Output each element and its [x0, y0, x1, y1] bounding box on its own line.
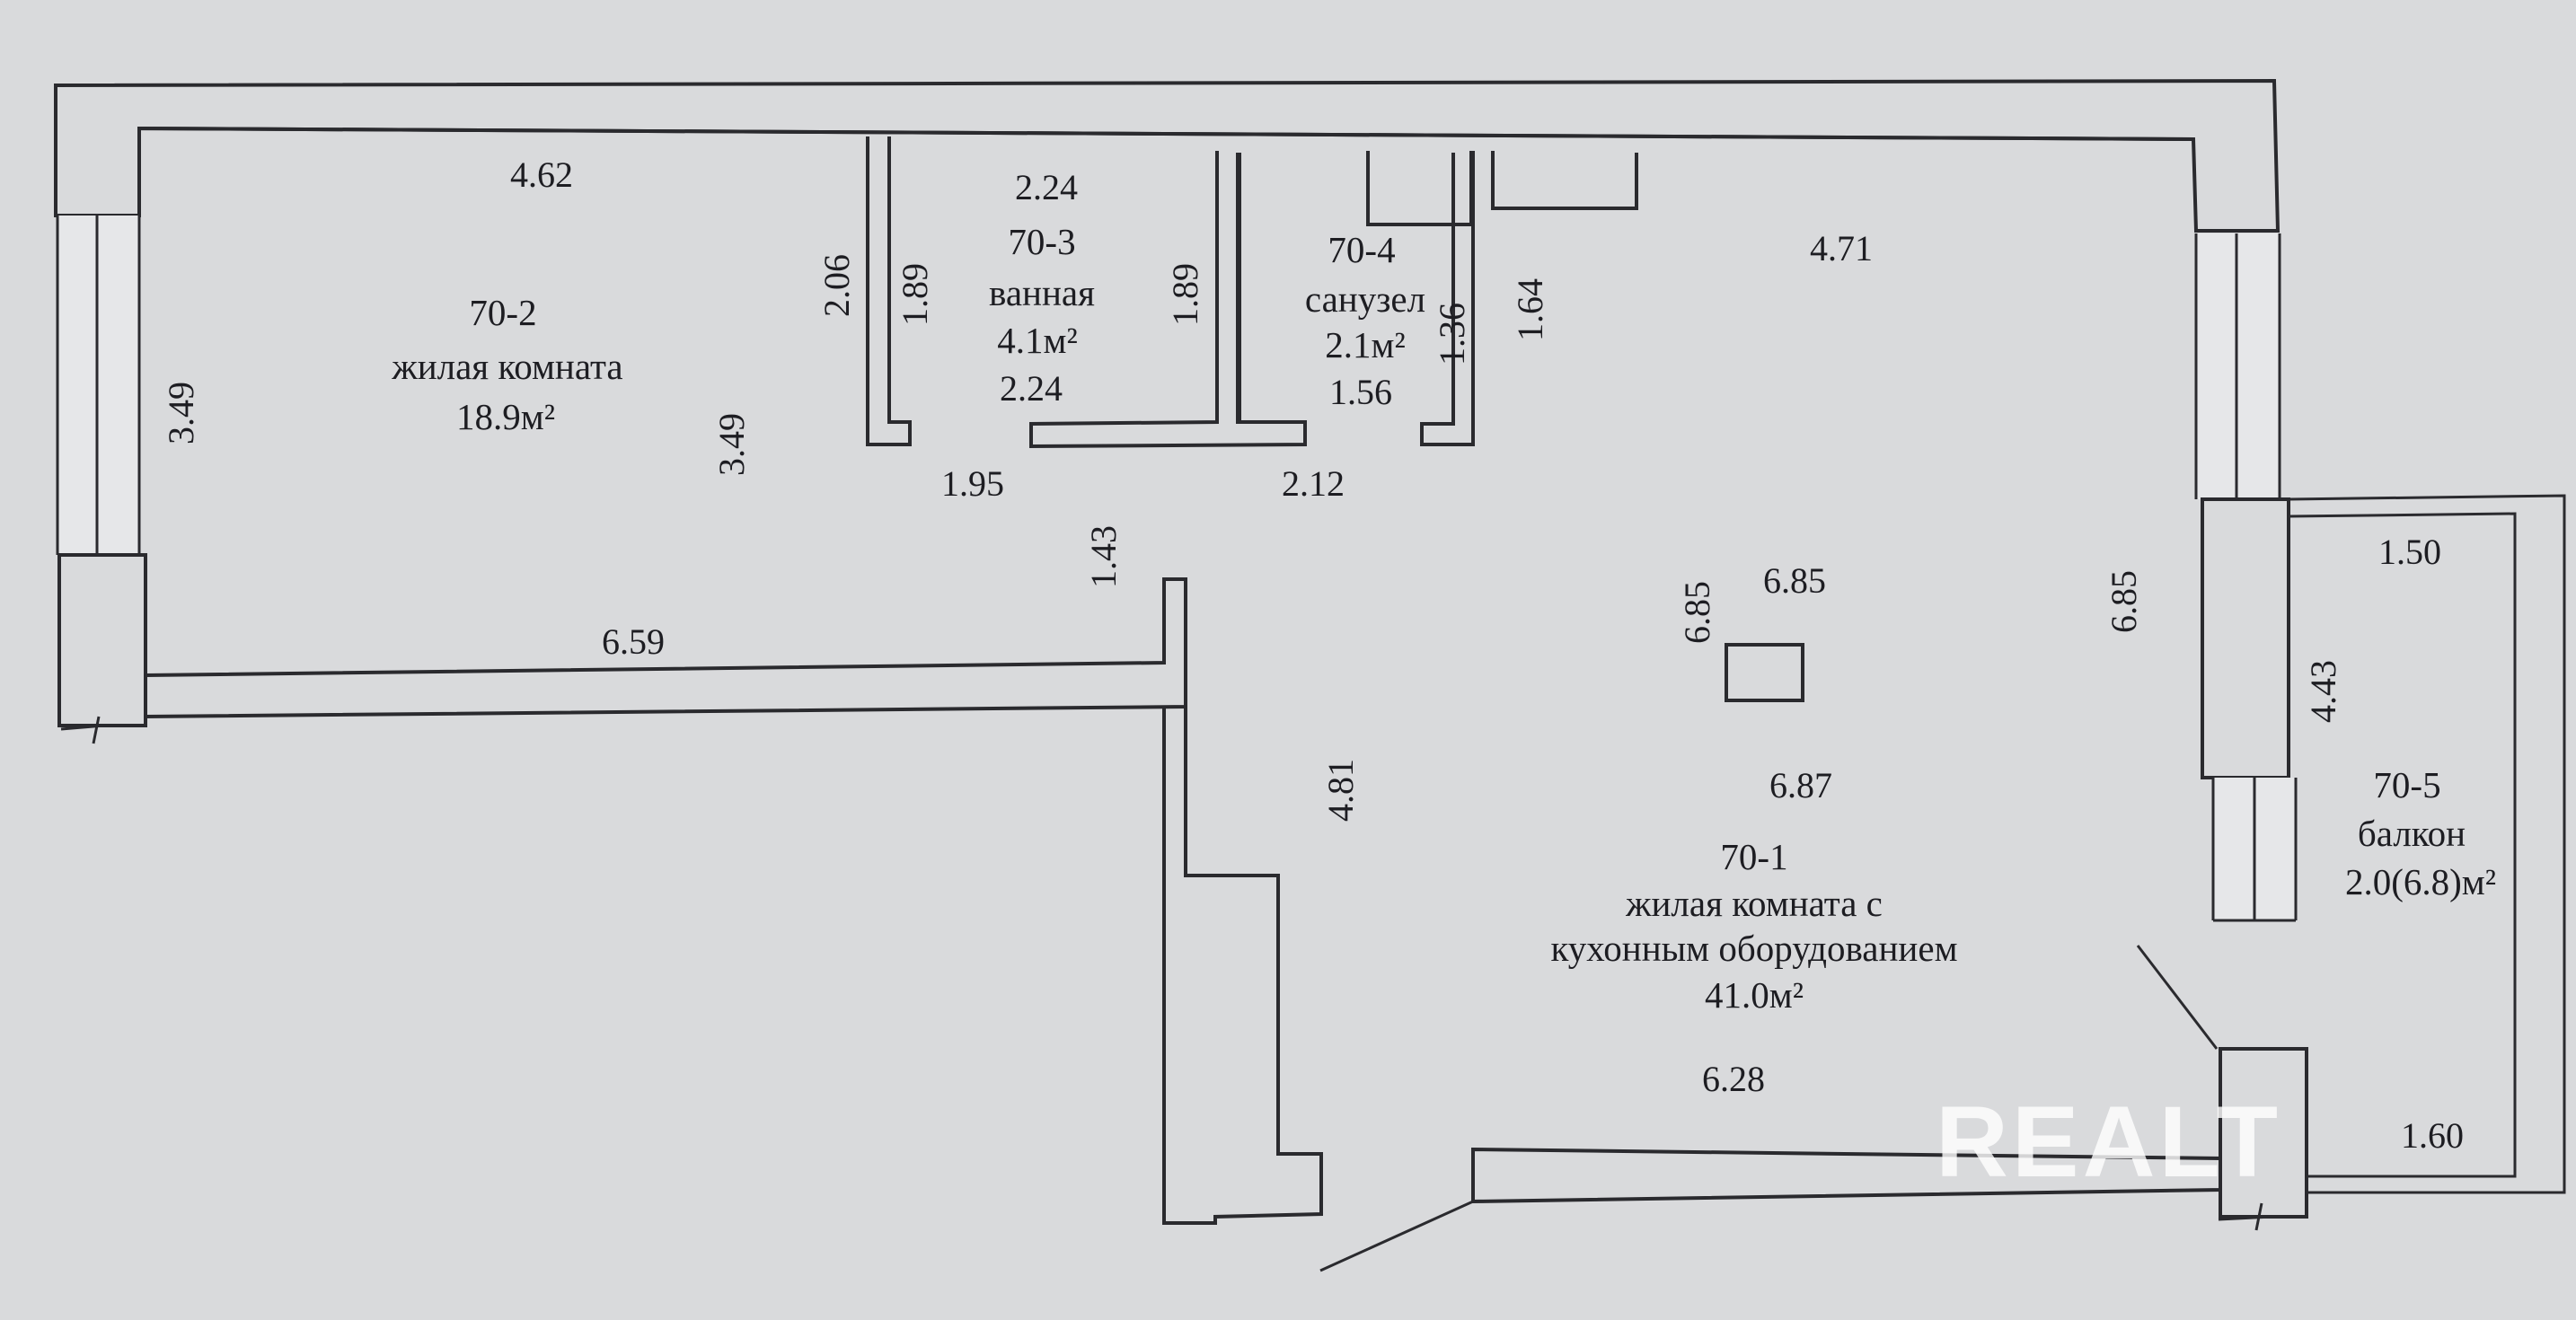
room-70-4-code: 70-4: [1328, 229, 1395, 270]
dimension-label: 6.85: [1763, 560, 1826, 601]
toilet-top-box: [1366, 151, 1473, 226]
dimension-label: 2.06: [816, 254, 857, 317]
top-inner-wall-line: [138, 127, 2194, 141]
dimension-label: 4.43: [2303, 660, 2343, 723]
dimension-label: 1.50: [2378, 532, 2441, 572]
room-70-5-name: балкон: [2358, 813, 2466, 854]
dimension-label: 3.49: [711, 413, 752, 476]
room-70-1-area: 41.0м²: [1705, 974, 1804, 1016]
toilet-wall-partition: [1420, 151, 1638, 446]
room-70-2-code: 70-2: [469, 292, 536, 333]
dimension-label: 6.85: [1677, 581, 1717, 644]
left-window-upper-frame: [56, 216, 141, 555]
room-70-2-area: 18.9м²: [456, 396, 555, 437]
left-pier: [57, 553, 147, 727]
room-70-4-name: санузел: [1305, 278, 1425, 320]
room-70-4-area: 2.1м²: [1325, 324, 1406, 365]
dimension-label: 6.85: [2104, 570, 2144, 633]
dimension-label: 1.60: [2401, 1115, 2464, 1156]
dimension-label: 6.87: [1769, 765, 1832, 805]
dimension-label: 1.89: [895, 263, 935, 326]
room-70-2-name: жилая комната: [391, 346, 622, 387]
bathroom-right-partition: [1029, 151, 1307, 449]
room-70-3-code: 70-3: [1008, 221, 1075, 262]
dimension-label: 4.62: [510, 154, 573, 195]
room-70-1-bottom-wall: [1471, 1147, 2222, 1204]
dimension-label: 2.24: [1000, 368, 1063, 409]
dimension-label: 3.49: [161, 382, 201, 444]
room-70-3-area: 4.1м²: [997, 320, 1078, 361]
room-70-5-code: 70-5: [2373, 764, 2440, 805]
room-70-2-bottom-wall: [145, 577, 1187, 718]
room-70-1-name-line1: жилая комната с: [1625, 883, 1883, 924]
dimension-label: 2.24: [1015, 167, 1078, 207]
dimension-label: 6.59: [602, 621, 665, 662]
right-window-lower-frame: [2211, 778, 2298, 922]
dimension-label: 1.36: [1432, 303, 1472, 365]
room-70-1-code: 70-1: [1720, 836, 1787, 877]
dimension-label: 4.81: [1320, 759, 1361, 822]
dimension-label: 1.89: [1165, 263, 1205, 326]
entry-door-swing: [1319, 1200, 1474, 1272]
balcony-outline: [2288, 494, 2566, 1194]
room-70-5-area: 2.0(6.8)м²: [2345, 861, 2496, 902]
left-wall-break: [60, 716, 105, 744]
dimension-label: 1.95: [941, 463, 1004, 504]
bottom-right-break: [2218, 1202, 2273, 1231]
corridor-left-wall: [1162, 707, 1323, 1225]
dimension-label: 4.71: [1810, 228, 1873, 268]
realt-watermark: REALT: [1936, 1086, 2281, 1198]
right-window-upper-frame: [2194, 233, 2281, 499]
dimension-label: 1.43: [1083, 525, 1124, 588]
dimension-label: 6.28: [1702, 1059, 1765, 1099]
bathroom-left-partition: [866, 136, 912, 446]
balcony-door-swing: [2136, 945, 2219, 1050]
column: [1725, 643, 1804, 702]
room-70-1-name-line2: кухонным оборудованием: [1550, 928, 1957, 969]
dimension-label: 1.64: [1510, 278, 1550, 341]
dimension-label: 2.12: [1282, 463, 1345, 504]
room-70-3-name: ванная: [989, 272, 1095, 313]
right-pier: [2201, 497, 2290, 779]
top-outer-wall: [54, 78, 2280, 233]
dimension-label: 1.56: [1329, 372, 1392, 412]
